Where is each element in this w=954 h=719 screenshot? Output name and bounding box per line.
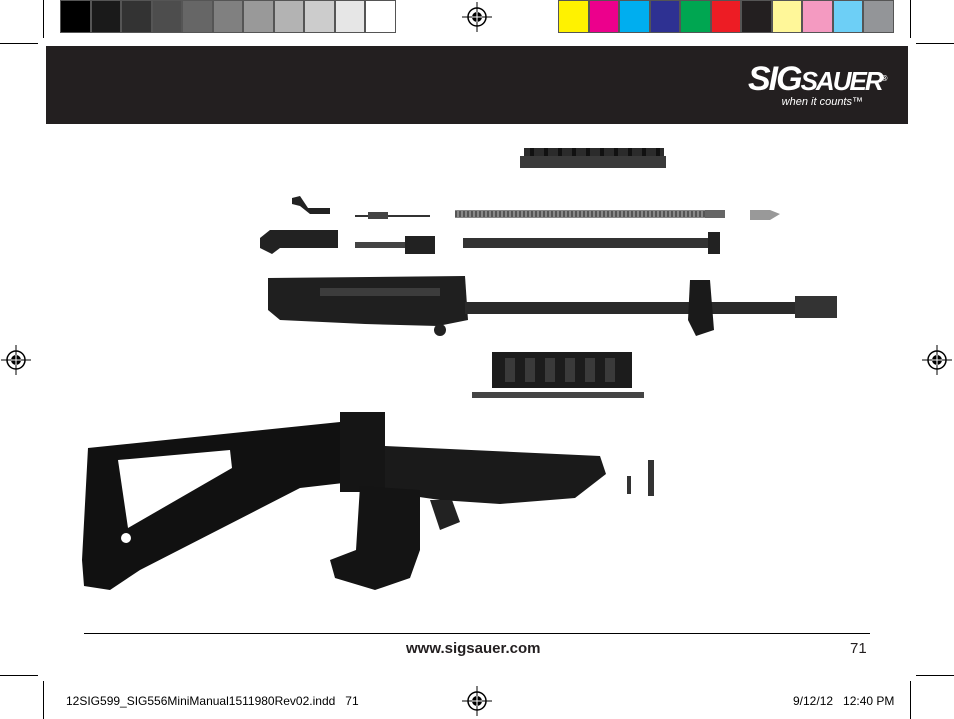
registration-mark-icon bbox=[462, 686, 492, 716]
firing-pin-part bbox=[355, 212, 430, 219]
crop-mark bbox=[43, 681, 44, 719]
color-swatch bbox=[832, 0, 863, 33]
crop-mark bbox=[916, 675, 954, 676]
crop-mark bbox=[916, 43, 954, 44]
slug-date-time: 9/12/12 12:40 PM bbox=[793, 694, 895, 708]
gray-swatch bbox=[60, 0, 91, 33]
crop-mark bbox=[43, 0, 44, 38]
gray-swatch bbox=[212, 0, 243, 33]
crop-mark bbox=[0, 675, 38, 676]
color-swatch bbox=[710, 0, 741, 33]
gray-swatch bbox=[121, 0, 152, 33]
gray-swatch bbox=[90, 0, 121, 33]
color-swatch bbox=[863, 0, 894, 33]
sig-sauer-logo: SIGSAUER® when it counts™ bbox=[748, 60, 887, 116]
gray-swatch bbox=[365, 0, 396, 33]
gray-swatch bbox=[334, 0, 365, 33]
registration-mark-icon bbox=[1, 345, 31, 375]
color-swatch bbox=[649, 0, 680, 33]
handguard-part bbox=[472, 352, 644, 398]
header-bar bbox=[46, 46, 908, 124]
footer-divider bbox=[84, 633, 870, 634]
color-swatch bbox=[619, 0, 650, 33]
crop-mark bbox=[910, 681, 911, 719]
color-swatch bbox=[802, 0, 833, 33]
rifle-parts-illustration bbox=[82, 148, 837, 590]
logo-sauer-text: SAUER bbox=[800, 66, 884, 96]
gray-swatch bbox=[182, 0, 213, 33]
slug-file-info: 12SIG599_SIG556MiniManual1511980Rev02.in… bbox=[66, 694, 359, 708]
bolt-carrier-part bbox=[355, 236, 435, 254]
page-number: 71 bbox=[850, 640, 867, 657]
takedown-pins-part bbox=[627, 460, 654, 496]
registration-mark-icon bbox=[462, 2, 492, 32]
top-rail-part bbox=[520, 148, 666, 168]
logo-sig-text: SIG bbox=[748, 60, 803, 98]
color-swatch bbox=[771, 0, 802, 33]
upper-receiver-barrel-part bbox=[268, 276, 837, 336]
color-swatch bbox=[588, 0, 619, 33]
lower-receiver-stock-part bbox=[82, 412, 606, 590]
gray-swatch bbox=[273, 0, 304, 33]
logo-registered-mark: ® bbox=[881, 74, 888, 83]
logo-tagline: when it counts™ bbox=[781, 96, 863, 108]
registration-mark-icon bbox=[922, 345, 952, 375]
color-swatch bbox=[680, 0, 711, 33]
gray-swatch bbox=[304, 0, 335, 33]
gray-swatch bbox=[151, 0, 182, 33]
charging-handle-part bbox=[292, 196, 330, 214]
crop-mark bbox=[0, 43, 38, 44]
gas-piston-cap-part bbox=[750, 210, 780, 220]
recoil-spring-part bbox=[455, 210, 725, 218]
trigger-housing-part bbox=[260, 230, 338, 254]
color-swatch bbox=[741, 0, 772, 33]
gas-tube-part bbox=[463, 232, 720, 254]
website-url: www.sigsauer.com bbox=[406, 640, 541, 657]
color-swatch bbox=[558, 0, 589, 33]
gray-swatch bbox=[243, 0, 274, 33]
crop-mark bbox=[910, 0, 911, 38]
